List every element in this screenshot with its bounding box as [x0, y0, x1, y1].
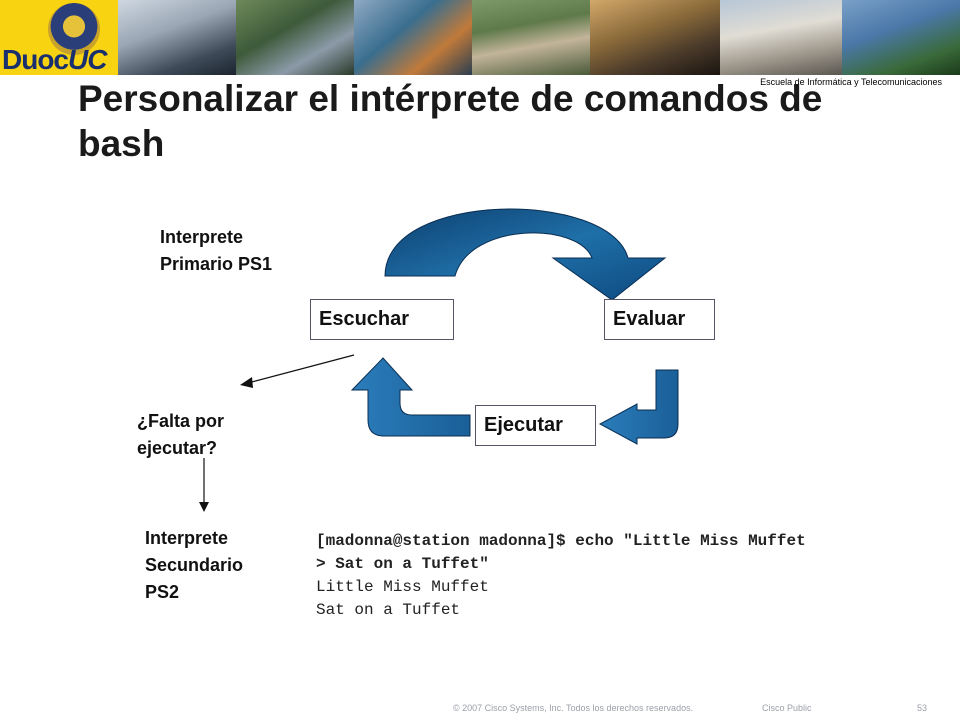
campus-photo — [590, 0, 720, 75]
campus-photo — [236, 0, 354, 75]
box-ejecutar: Ejecutar — [475, 405, 596, 446]
terminal-line: > Sat on a Tuffet" — [316, 555, 489, 573]
arrow-ejecutar-to-escuchar — [350, 357, 471, 437]
footer-page-number: 53 — [917, 703, 928, 713]
ps1-label: Interprete Primario PS1 — [160, 227, 273, 274]
arrowhead-icon — [199, 502, 209, 512]
logo-text-duoc: Duoc — [2, 44, 69, 75]
slide-title: Personalizar el intérprete de comandos d… — [78, 78, 823, 164]
footer-copyright: © 2007 Cisco Systems, Inc. Todos los der… — [453, 703, 694, 713]
campus-photo — [720, 0, 842, 75]
logo-text-uc: UC — [68, 44, 107, 75]
crest-icon — [48, 3, 100, 55]
header-banner: DuocUC — [0, 0, 960, 75]
arrowhead-icon — [240, 377, 253, 388]
terminal-line: Sat on a Tuffet — [316, 601, 461, 619]
terminal-line: Little Miss Muffet — [316, 578, 489, 596]
campus-photo — [472, 0, 590, 75]
box-escuchar: Escuchar — [310, 299, 454, 340]
footer-classification: Cisco Public — [762, 703, 812, 713]
duoc-logo: DuocUC — [0, 0, 118, 75]
campus-photo — [842, 0, 960, 75]
school-name: Escuela de Informática y Telecomunicacio… — [760, 77, 942, 87]
arrow-evaluar-to-ejecutar — [598, 369, 679, 445]
arrow-escuchar-to-evaluar — [384, 208, 667, 301]
terminal-output: [madonna@station madonna]$ echo "Little … — [316, 530, 806, 622]
terminal-line: [madonna@station madonna]$ echo "Little … — [316, 532, 806, 550]
box-evaluar: Evaluar — [604, 299, 715, 340]
campus-photo — [118, 0, 236, 75]
ps2-label: Interprete Secundario PS2 — [145, 528, 244, 602]
campus-photo — [354, 0, 472, 75]
arrow-to-question — [247, 354, 355, 384]
question-label: ¿Falta por ejecutar? — [137, 411, 225, 458]
